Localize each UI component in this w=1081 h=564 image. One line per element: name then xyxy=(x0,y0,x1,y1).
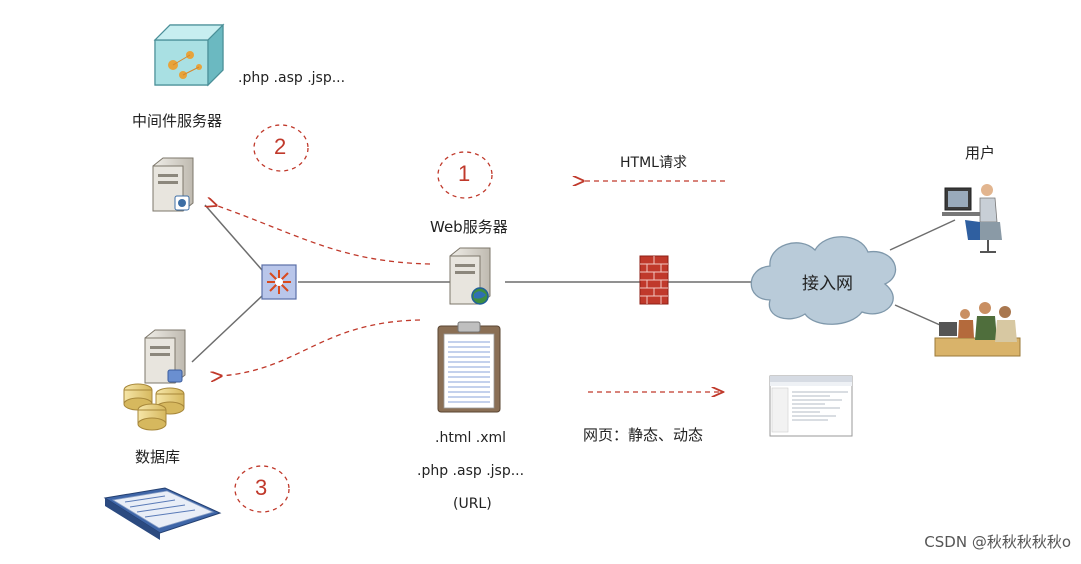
url-label: (URL) xyxy=(453,496,492,512)
switch-to-database-line xyxy=(192,296,262,362)
switch-icon xyxy=(262,265,296,299)
to-middleware-arrow xyxy=(215,205,430,264)
step-2-number: 2 xyxy=(274,134,286,160)
watermark: CSDN @秋秋秋秋秋o xyxy=(924,531,1071,552)
firewall-icon xyxy=(640,256,668,304)
web-page-label: 网页：静态、动态 xyxy=(583,424,703,445)
middleware-extensions-label: .php .asp .jsp... xyxy=(238,70,345,86)
web-server-label: Web服务器 xyxy=(430,216,508,237)
middleware-server-label: 中间件服务器 xyxy=(132,110,222,131)
cloud-to-users-line xyxy=(895,305,940,325)
access-network-label: 接入网 xyxy=(802,269,853,294)
switch-to-middleware-line xyxy=(205,205,262,270)
html-request-label: HTML请求 xyxy=(620,152,687,172)
newspaper-icon xyxy=(105,488,220,540)
user-label: 用户 xyxy=(965,142,995,163)
to-database-arrow xyxy=(220,320,420,376)
file-extensions-line-1: .html .xml xyxy=(435,430,506,446)
clipboard-document-icon xyxy=(438,322,500,412)
webpage-screenshot-icon xyxy=(770,376,852,436)
web-server-icon xyxy=(450,248,490,304)
file-extensions-line-2: .php .asp .jsp... xyxy=(417,463,524,479)
middleware-server-icon xyxy=(153,158,193,211)
step-3-number: 3 xyxy=(255,475,267,501)
cloud-to-user-line xyxy=(890,220,955,250)
step-circles xyxy=(235,125,492,512)
step-1-number: 1 xyxy=(458,161,470,187)
users-meeting-icon xyxy=(935,302,1020,356)
database-server-icon xyxy=(124,330,185,430)
user-computer-icon xyxy=(942,184,1002,252)
cube-icon xyxy=(155,25,223,85)
database-cylinders xyxy=(124,384,184,430)
database-label: 数据库 xyxy=(135,446,180,467)
